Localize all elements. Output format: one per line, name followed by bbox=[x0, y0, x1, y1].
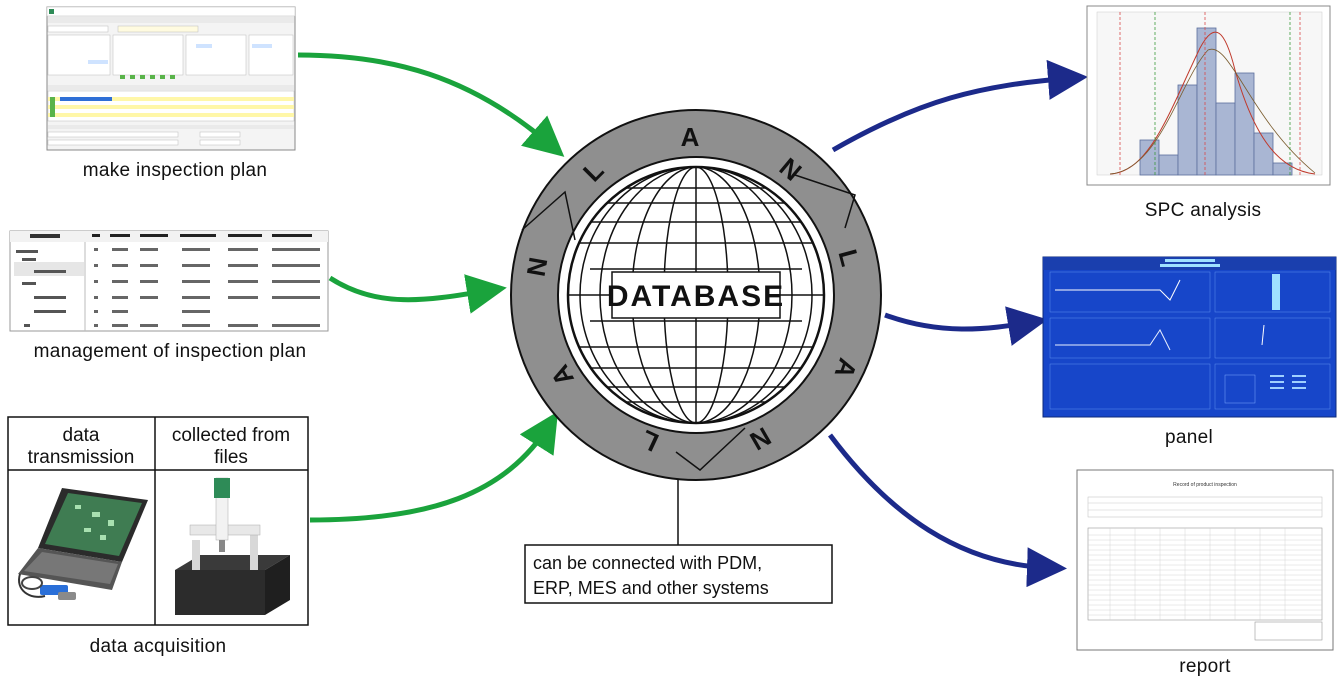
globe bbox=[566, 165, 826, 425]
report-caption: report bbox=[1179, 656, 1231, 677]
arrow-spc bbox=[831, 59, 1088, 153]
spc-chart-thumbnail bbox=[1086, 5, 1331, 186]
acq-col2-line1: collected from bbox=[172, 425, 290, 446]
ring-letter-1: A bbox=[681, 122, 700, 152]
panel-caption: panel bbox=[1165, 427, 1213, 448]
make-plan-screenshot bbox=[46, 6, 296, 151]
database-label: DATABASE bbox=[607, 280, 785, 313]
arrow-make-plan bbox=[297, 52, 565, 157]
report-thumbnail bbox=[1076, 469, 1334, 651]
panel-thumbnail bbox=[1042, 256, 1337, 418]
arrow-acquisition bbox=[309, 411, 559, 523]
report-doc-title: Record of product inspection bbox=[1173, 482, 1237, 488]
manage-plan-caption: management of inspection plan bbox=[34, 341, 307, 362]
spc-caption: SPC analysis bbox=[1145, 200, 1262, 221]
laptop-illustration bbox=[18, 488, 148, 600]
arrow-report bbox=[828, 433, 1067, 588]
acq-col2-line2: files bbox=[214, 447, 248, 468]
ring-letter-3: L bbox=[832, 246, 865, 269]
arrow-panel bbox=[884, 306, 1048, 346]
cmm-illustration bbox=[175, 477, 290, 615]
ring-letter-8: N bbox=[521, 255, 554, 279]
connector-note-line1: can be connected with PDM, bbox=[533, 553, 762, 573]
acq-col1-line2: transmission bbox=[28, 447, 135, 468]
acquisition-caption: data acquisition bbox=[90, 636, 227, 657]
manage-plan-screenshot bbox=[9, 230, 329, 332]
arrow-manage-plan bbox=[328, 274, 507, 314]
make-plan-caption: make inspection plan bbox=[83, 160, 268, 181]
acq-col1-line1: data bbox=[63, 425, 100, 446]
connector-note-line2: ERP, MES and other systems bbox=[533, 578, 769, 598]
connector-note-box bbox=[524, 544, 833, 604]
